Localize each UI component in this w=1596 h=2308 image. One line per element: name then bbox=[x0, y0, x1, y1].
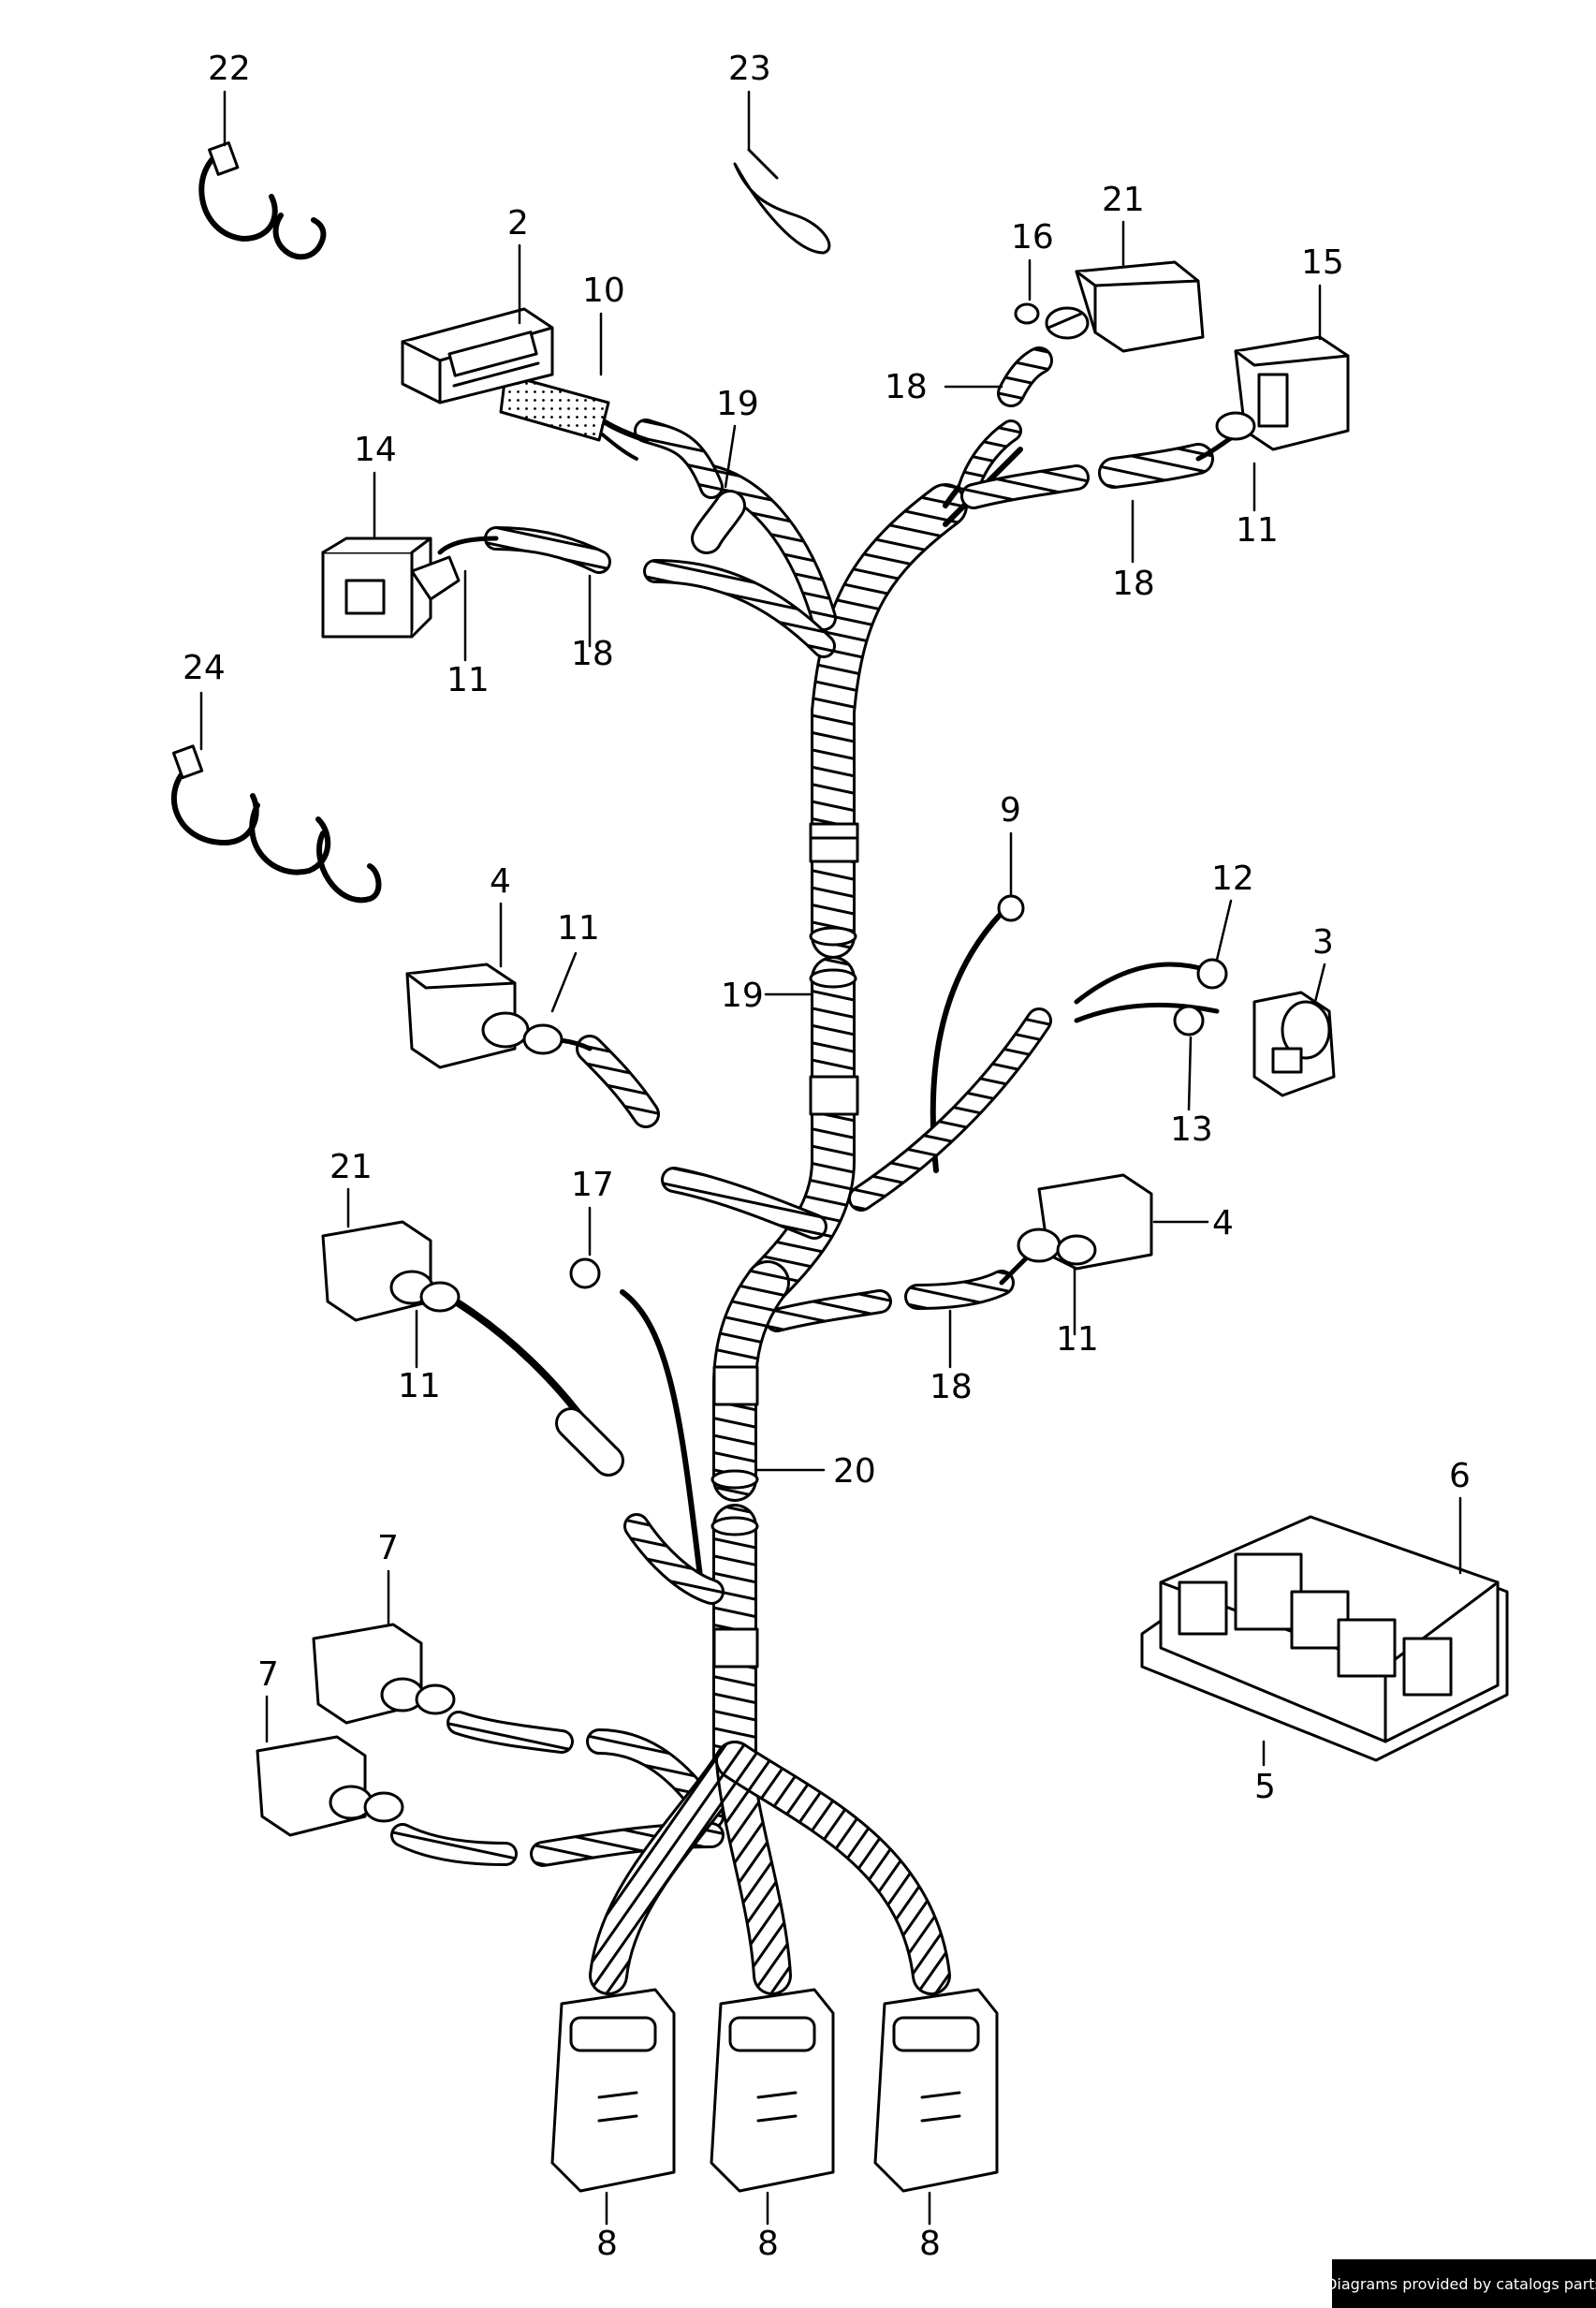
callout-11-right: 11 bbox=[1236, 511, 1279, 550]
connector-7-upper bbox=[312, 1623, 456, 1725]
callout-24: 24 bbox=[183, 649, 226, 687]
callout-11-left: 11 bbox=[447, 661, 490, 699]
clip-24 bbox=[170, 744, 382, 904]
callout-11-lower-right: 11 bbox=[1056, 1320, 1099, 1359]
main-trunk-lower bbox=[710, 1260, 790, 1502]
callout-labels: 22 23 2 10 19 21 16 15 18 14 11 18 11 18… bbox=[183, 50, 1471, 2263]
clip-22 bbox=[198, 140, 327, 260]
connector-3 bbox=[1252, 991, 1336, 1097]
callout-16: 16 bbox=[1011, 218, 1054, 257]
callout-10: 10 bbox=[582, 272, 625, 310]
callout-12: 12 bbox=[1211, 860, 1254, 898]
callout-23: 23 bbox=[728, 50, 771, 88]
connector-7-lower bbox=[256, 1735, 404, 1837]
callout-8-middle: 8 bbox=[757, 2225, 779, 2263]
callout-13: 13 bbox=[1170, 1110, 1213, 1149]
callout-21-lower: 21 bbox=[329, 1148, 373, 1186]
callout-14: 14 bbox=[354, 431, 397, 469]
callout-7-lower: 7 bbox=[257, 1655, 279, 1694]
branch-left-21 bbox=[321, 1220, 624, 1477]
callout-11-mid: 11 bbox=[557, 909, 600, 948]
branch-right-3 bbox=[848, 958, 1336, 1212]
callout-9: 9 bbox=[1000, 791, 1021, 830]
footer-credit-badge[interactable]: Diagrams provided by catalogs parts bbox=[1325, 2259, 1596, 2308]
callout-2: 2 bbox=[507, 204, 529, 243]
connector-8-middle bbox=[710, 1988, 835, 2193]
connector-4-right bbox=[1017, 1173, 1153, 1271]
callout-22: 22 bbox=[208, 50, 251, 88]
callout-7-upper: 7 bbox=[377, 1529, 399, 1567]
connector-15 bbox=[1215, 335, 1350, 451]
connector-2 bbox=[401, 307, 554, 404]
connector-14 bbox=[321, 537, 461, 639]
branch-left-14 bbox=[321, 526, 836, 658]
branches-to-8 bbox=[589, 1741, 951, 1995]
ground-wire-17 bbox=[569, 1257, 705, 1595]
callout-3: 3 bbox=[1312, 923, 1334, 962]
callout-6: 6 bbox=[1449, 1457, 1471, 1495]
connector-8-right bbox=[873, 1988, 999, 2193]
branch-upper-left bbox=[401, 307, 837, 631]
callout-21-top: 21 bbox=[1102, 181, 1145, 219]
relay-box bbox=[1140, 1515, 1509, 1762]
callout-18-lower: 18 bbox=[930, 1368, 973, 1406]
branch-upper-right bbox=[943, 260, 1350, 527]
callout-18-right: 18 bbox=[1112, 565, 1155, 603]
callout-11-lower: 11 bbox=[398, 1367, 441, 1405]
callout-4-left: 4 bbox=[490, 862, 511, 901]
callout-17: 17 bbox=[571, 1166, 614, 1204]
connector-4-left bbox=[405, 963, 564, 1069]
callout-18-top: 18 bbox=[885, 368, 928, 406]
callout-18-left: 18 bbox=[571, 635, 614, 673]
callout-19-top: 19 bbox=[716, 385, 759, 423]
callout-8-right: 8 bbox=[919, 2225, 941, 2263]
main-trunk-bottom bbox=[623, 1504, 759, 1783]
callout-15: 15 bbox=[1301, 243, 1344, 282]
callout-20: 20 bbox=[833, 1452, 876, 1491]
branch-right-4 bbox=[765, 1173, 1153, 1332]
callout-5: 5 bbox=[1254, 1768, 1276, 1806]
branch-left-7 bbox=[256, 1623, 725, 1867]
leader-lines bbox=[199, 90, 1462, 2226]
connector-21-lower bbox=[321, 1220, 461, 1322]
callout-4-right: 4 bbox=[1212, 1204, 1234, 1242]
clip-23 bbox=[733, 148, 831, 255]
connector-21-upper bbox=[1045, 260, 1205, 353]
callout-19-mid: 19 bbox=[721, 977, 764, 1015]
main-trunk-upper bbox=[809, 483, 968, 959]
branch-left-4 bbox=[405, 963, 827, 1240]
callout-8-left: 8 bbox=[596, 2225, 618, 2263]
connector-8-left bbox=[550, 1988, 676, 2193]
